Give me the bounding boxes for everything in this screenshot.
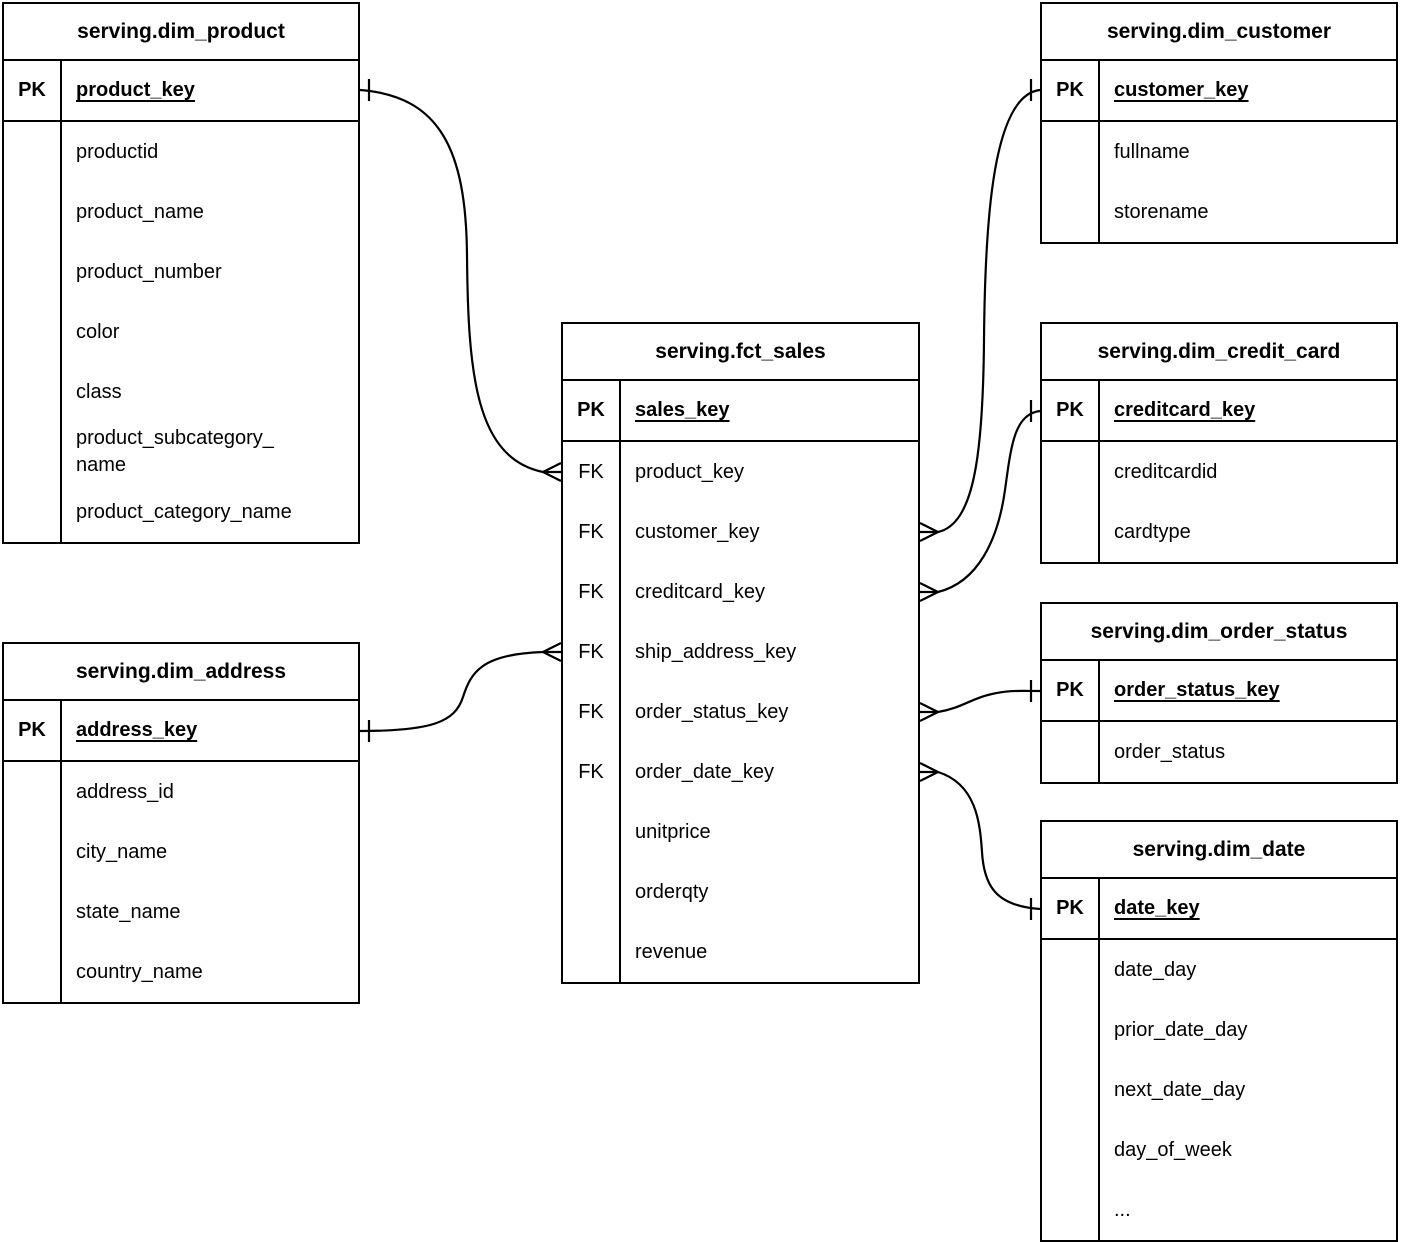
field-row: product_category_name: [76, 500, 292, 523]
pk-row: PK order_status_key: [1042, 661, 1396, 722]
gutter-column: [1042, 940, 1100, 1240]
pk-field: sales_key: [635, 399, 730, 421]
connector-customer-key: [919, 79, 1041, 542]
table-title: serving.fct_sales: [563, 324, 918, 381]
table-title: serving.dim_customer: [1042, 4, 1396, 61]
pk-field: product_key: [76, 79, 195, 101]
table-title: serving.dim_address: [4, 644, 358, 701]
field-row: creditcardid: [1114, 460, 1218, 483]
table-dim-customer: serving.dim_customer PK customer_key ful…: [1040, 2, 1398, 244]
field-row: order_status: [1114, 740, 1226, 763]
connector-order-status-key: [919, 680, 1041, 722]
field-row: unitprice: [635, 820, 711, 843]
pk-field: creditcard_key: [1114, 399, 1256, 421]
gutter-column: [1042, 442, 1100, 562]
field-row: order_date_key: [635, 760, 774, 783]
field-row: product_name: [76, 200, 204, 223]
table-fct-sales: serving.fct_sales PK sales_key FK FK FK …: [561, 322, 920, 984]
field-row: color: [76, 320, 120, 343]
connector-product-key: [359, 79, 562, 482]
connector-ship-address-key: [359, 642, 562, 742]
gutter-column: [4, 762, 62, 1002]
field-row: ship_address_key: [635, 640, 797, 663]
pk-row: PK sales_key: [563, 381, 918, 442]
connector-order-date-key: [919, 762, 1041, 920]
table-dim-address: serving.dim_address PK address_key addre…: [2, 642, 360, 1004]
table-dim-order-status: serving.dim_order_status PK order_status…: [1040, 602, 1398, 784]
field-row: city_name: [76, 840, 168, 863]
table-title: serving.dim_order_status: [1042, 604, 1396, 661]
pk-badge: PK: [563, 381, 621, 440]
field-row: fullname: [1114, 140, 1190, 163]
pk-badge: PK: [1042, 61, 1100, 120]
gutter-column: [4, 122, 62, 542]
field-row: class: [76, 380, 122, 403]
pk-field: order_status_key: [1114, 679, 1280, 701]
field-row: product_number: [76, 260, 222, 283]
field-row: revenue: [635, 940, 708, 963]
table-dim-product: serving.dim_product PK product_key produ…: [2, 2, 360, 544]
fk-badge: FK: [578, 460, 604, 483]
table-title: serving.dim_credit_card: [1042, 324, 1396, 381]
pk-field: address_key: [76, 719, 198, 741]
pk-field: date_key: [1114, 897, 1200, 919]
field-row: date_day: [1114, 958, 1197, 981]
fk-badge: FK: [578, 640, 604, 663]
field-row: orderqty: [635, 880, 709, 903]
table-title: serving.dim_product: [4, 4, 358, 61]
pk-row: PK date_key: [1042, 879, 1396, 940]
pk-badge: PK: [1042, 661, 1100, 720]
field-row: day_of_week: [1114, 1138, 1232, 1161]
pk-row: PK product_key: [4, 61, 358, 122]
fk-badge: FK: [578, 580, 604, 603]
fk-badge: FK: [578, 760, 604, 783]
field-row: creditcard_key: [635, 580, 766, 603]
table-title: serving.dim_date: [1042, 822, 1396, 879]
pk-row: PK customer_key: [1042, 61, 1396, 122]
pk-row: PK address_key: [4, 701, 358, 762]
pk-field: customer_key: [1114, 79, 1249, 101]
field-row: cardtype: [1114, 520, 1191, 543]
gutter-column: [1042, 722, 1100, 782]
field-row: state_name: [76, 900, 181, 923]
connector-creditcard-key: [919, 400, 1041, 602]
pk-badge: PK: [4, 61, 62, 120]
gutter-column: FK FK FK FK FK FK: [563, 442, 621, 982]
gutter-column: [1042, 122, 1100, 242]
field-row: productid: [76, 140, 159, 163]
field-row: country_name: [76, 960, 203, 983]
table-dim-date: serving.dim_date PK date_key date_day pr…: [1040, 820, 1398, 1242]
table-dim-credit-card: serving.dim_credit_card PK creditcard_ke…: [1040, 322, 1398, 564]
fk-badge: FK: [578, 520, 604, 543]
pk-badge: PK: [1042, 879, 1100, 938]
pk-badge: PK: [1042, 381, 1100, 440]
field-row: customer_key: [635, 520, 760, 543]
field-row: product_subcategory_ name: [76, 427, 274, 476]
pk-badge: PK: [4, 701, 62, 760]
field-row: storename: [1114, 200, 1209, 223]
pk-row: PK creditcard_key: [1042, 381, 1396, 442]
field-row: ...: [1114, 1198, 1131, 1221]
field-row: product_key: [635, 460, 744, 483]
field-row: next_date_day: [1114, 1078, 1246, 1101]
field-row: order_status_key: [635, 700, 789, 723]
field-row: address_id: [76, 780, 174, 803]
fk-badge: FK: [578, 700, 604, 723]
field-row: prior_date_day: [1114, 1018, 1248, 1041]
